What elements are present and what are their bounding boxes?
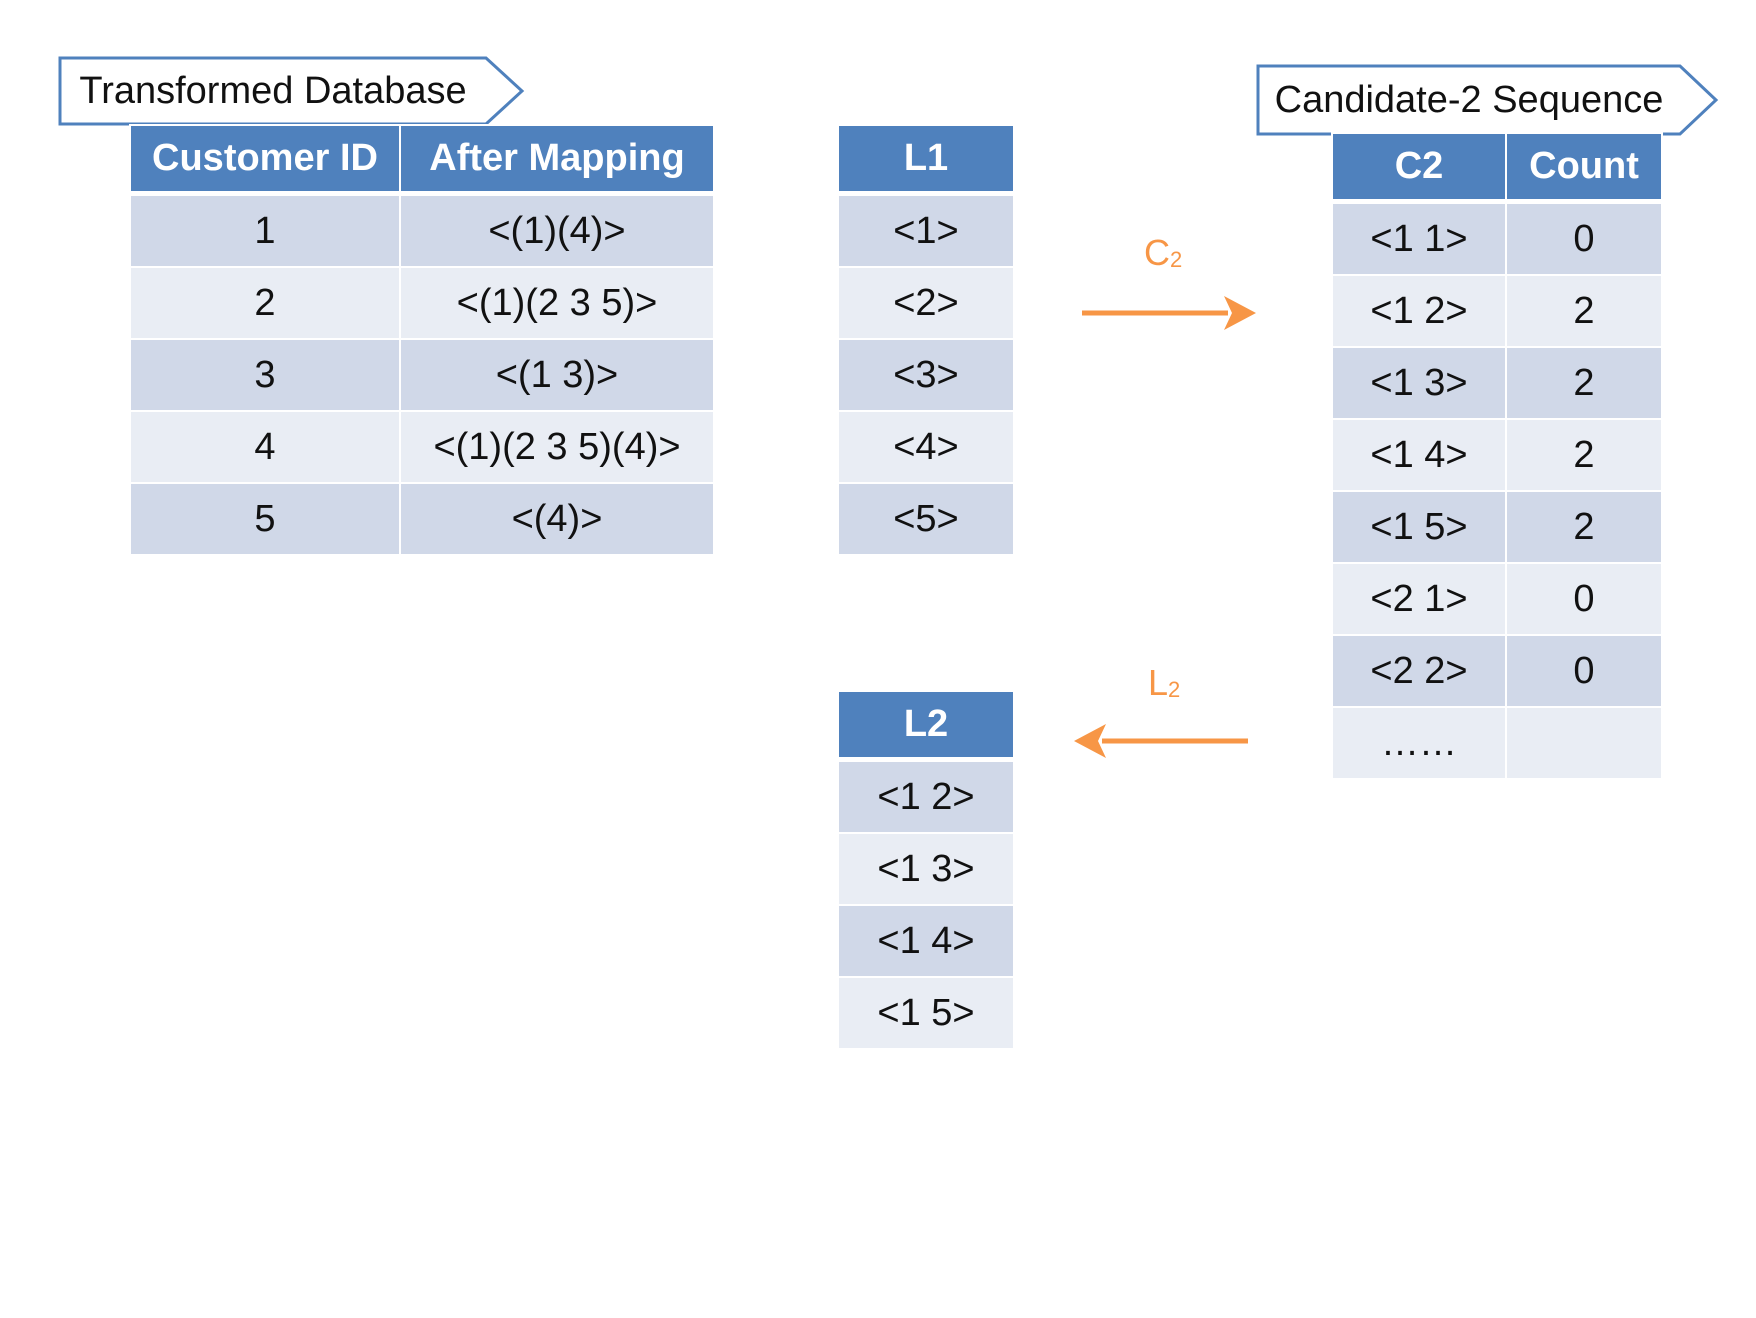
mapping-cell: <(1)(2 3 5)(4)>: [401, 412, 713, 482]
c2-table: C2 Count <1 1> 0 <1 2> 2 <1 3> 2 <1 4> 2…: [1331, 132, 1663, 780]
l2-cell: <1 3>: [839, 834, 1013, 904]
customer-id-cell: 5: [131, 484, 399, 554]
transformed-database-table: Customer ID After Mapping 1 <(1)(4)> 2 <…: [129, 124, 715, 556]
column-header-l2: L2: [839, 692, 1013, 760]
table-row: <2>: [839, 268, 1013, 338]
l1-cell: <3>: [839, 340, 1013, 410]
right-arrow-shape: [1082, 296, 1256, 330]
table-row: <3>: [839, 340, 1013, 410]
column-header-after-mapping: After Mapping: [401, 126, 713, 194]
transformed-database-label-text: Transformed Database: [79, 69, 467, 112]
l1-cell: <4>: [839, 412, 1013, 482]
c2-sequence-cell: <1 4>: [1333, 420, 1505, 490]
table-row: <4>: [839, 412, 1013, 482]
column-header-customer-id: Customer ID: [131, 126, 399, 194]
label-pentagon-shape: [58, 56, 525, 126]
customer-id-cell: 3: [131, 340, 399, 410]
l2-cell: <1 2>: [839, 762, 1013, 832]
table-row: <1 5> 2: [1333, 492, 1661, 562]
column-header-count: Count: [1507, 134, 1661, 202]
l2-arrow-letter: L: [1148, 662, 1169, 703]
left-arrow-icon: [1072, 718, 1252, 764]
table-row: <2 1> 0: [1333, 564, 1661, 634]
column-header-c2: C2: [1333, 134, 1505, 202]
table-row: <1 2> 2: [1333, 276, 1661, 346]
l2-arrow-subscript: 2: [1168, 677, 1181, 702]
l1-cell: <2>: [839, 268, 1013, 338]
c2-arrow-subscript: 2: [1170, 247, 1183, 272]
candidate-2-sequence-label: Candidate-2 Sequence: [1256, 64, 1720, 136]
table-row: 3 <(1 3)>: [131, 340, 713, 410]
count-cell: 2: [1507, 348, 1661, 418]
table-row: 1 <(1)(4)>: [131, 196, 713, 266]
table-row: 5 <(4)>: [131, 484, 713, 554]
table-row: <1 3>: [839, 834, 1013, 904]
mapping-cell: <(1 3)>: [401, 340, 713, 410]
left-arrow-shape: [1074, 724, 1248, 758]
table-row: <5>: [839, 484, 1013, 554]
l2-cell: <1 4>: [839, 906, 1013, 976]
l1-cell: <5>: [839, 484, 1013, 554]
transformed-database-label: Transformed Database: [58, 56, 526, 126]
mapping-cell: <(4)>: [401, 484, 713, 554]
count-cell: 0: [1507, 636, 1661, 706]
c2-sequence-cell: <1 3>: [1333, 348, 1505, 418]
table-row: <1>: [839, 196, 1013, 266]
right-arrow-icon: [1078, 290, 1258, 336]
count-cell: 2: [1507, 276, 1661, 346]
mapping-cell: <(1)(2 3 5)>: [401, 268, 713, 338]
count-cell: 0: [1507, 204, 1661, 274]
table-row: <1 4> 2: [1333, 420, 1661, 490]
c2-sequence-cell: <1 5>: [1333, 492, 1505, 562]
customer-id-cell: 1: [131, 196, 399, 266]
c2-arrow-letter: C: [1144, 232, 1170, 273]
label-pentagon-shape: [1256, 64, 1719, 136]
table-row: <1 4>: [839, 906, 1013, 976]
mapping-cell: <(1)(4)>: [401, 196, 713, 266]
count-cell: 2: [1507, 492, 1661, 562]
c2-sequence-cell: <1 2>: [1333, 276, 1505, 346]
c2-sequence-cell: ……: [1333, 708, 1505, 778]
l1-cell: <1>: [839, 196, 1013, 266]
table-row: <1 2>: [839, 762, 1013, 832]
l2-cell: <1 5>: [839, 978, 1013, 1048]
table-row: <1 5>: [839, 978, 1013, 1048]
l2-table: L2 <1 2> <1 3> <1 4> <1 5>: [837, 690, 1015, 1050]
table-row: <2 2> 0: [1333, 636, 1661, 706]
count-cell: 2: [1507, 420, 1661, 490]
c2-sequence-cell: <1 1>: [1333, 204, 1505, 274]
count-cell: 0: [1507, 564, 1661, 634]
table-row: ……: [1333, 708, 1661, 778]
candidate-2-sequence-label-text: Candidate-2 Sequence: [1274, 78, 1664, 121]
customer-id-cell: 2: [131, 268, 399, 338]
c2-sequence-cell: <2 2>: [1333, 636, 1505, 706]
count-cell: [1507, 708, 1661, 778]
table-row: <1 3> 2: [1333, 348, 1661, 418]
table-row: 4 <(1)(2 3 5)(4)>: [131, 412, 713, 482]
table-row: 2 <(1)(2 3 5)>: [131, 268, 713, 338]
column-header-l1: L1: [839, 126, 1013, 194]
table-row: <1 1> 0: [1333, 204, 1661, 274]
c2-sequence-cell: <2 1>: [1333, 564, 1505, 634]
customer-id-cell: 4: [131, 412, 399, 482]
l1-table: L1 <1> <2> <3> <4> <5>: [837, 124, 1015, 556]
l2-arrow-label: L2: [1148, 662, 1180, 704]
c2-arrow-label: C2: [1144, 232, 1182, 274]
